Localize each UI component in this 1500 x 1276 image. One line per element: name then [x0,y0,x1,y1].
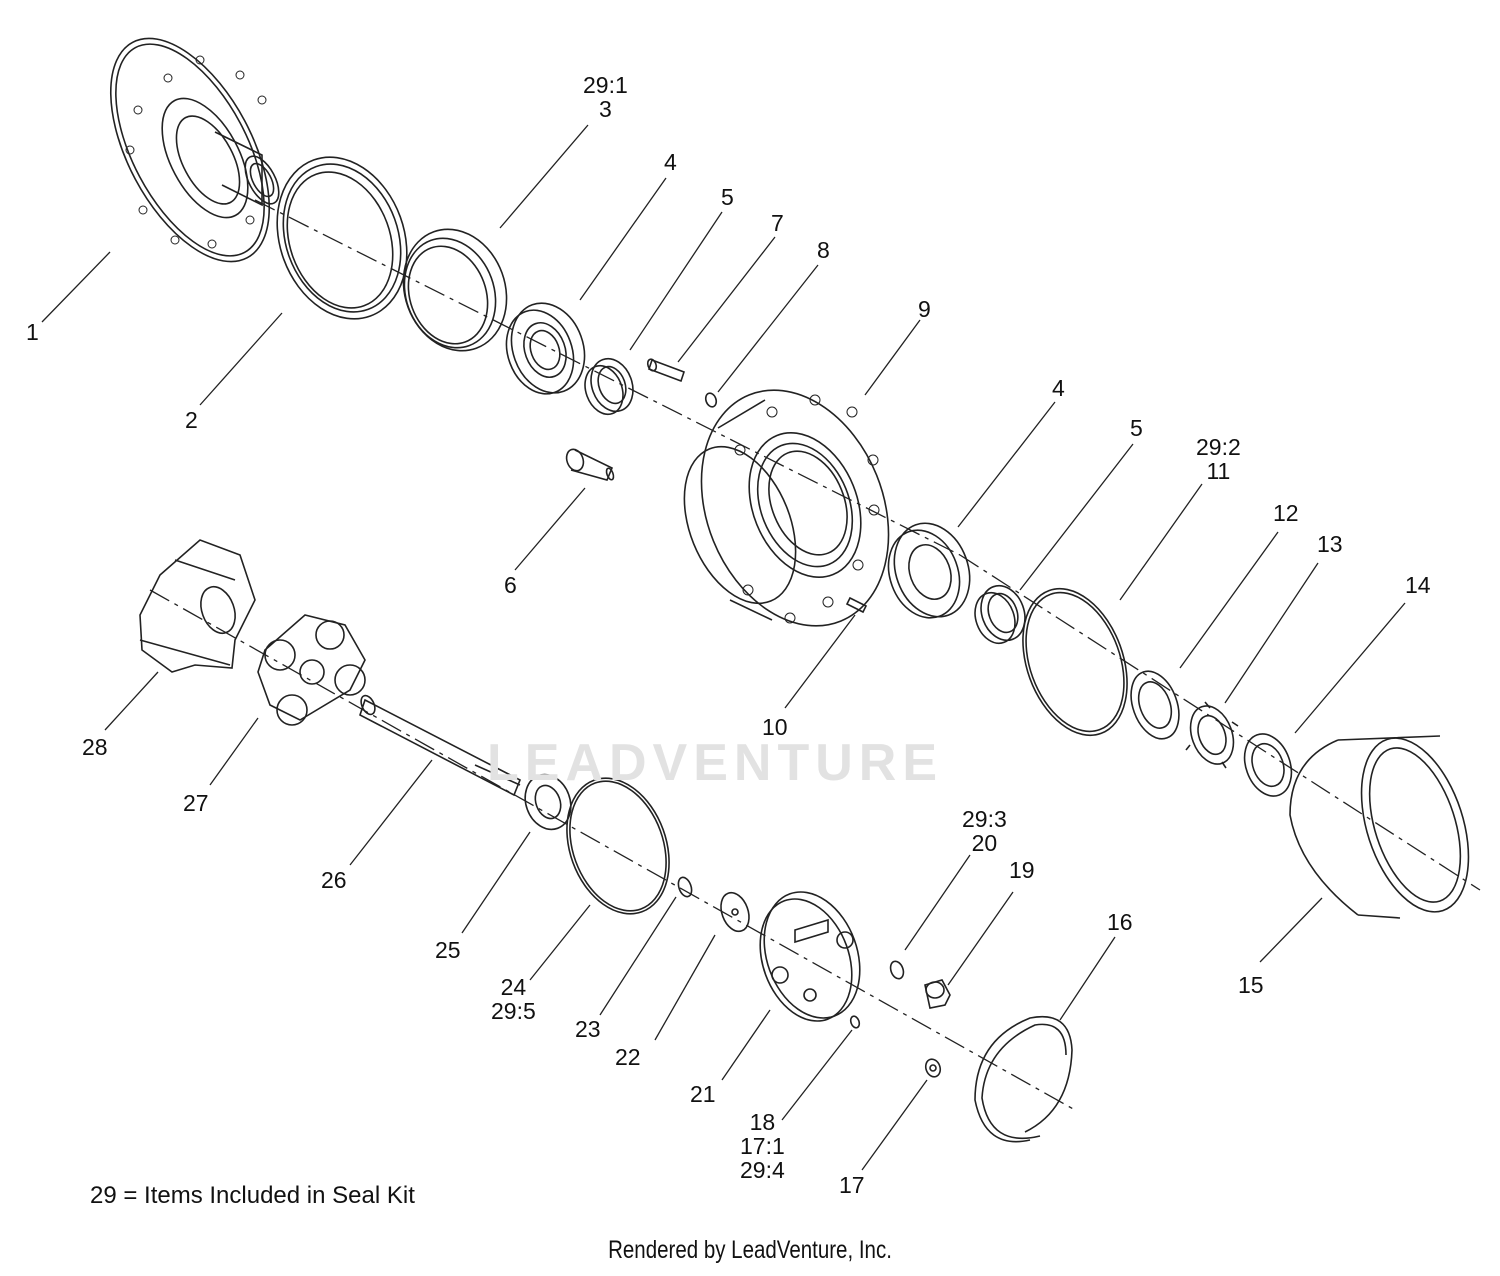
part-15-ring-gear [1289,735,1470,919]
callout-6: 6 [504,572,517,598]
seal-kit-footnote: 29 = Items Included in Seal Kit [90,1182,415,1209]
part-12-washer [1130,670,1180,740]
part-26-shaft [359,694,522,797]
part-4-bearing-lower [887,522,971,619]
part-1-spindle-flange [109,37,280,263]
watermark-text: LEADVENTURE [487,734,944,792]
callout-25: 25 [435,937,461,963]
part-23-clip [677,876,693,898]
rendered-by-credit: Rendered by LeadVenture, Inc. [608,1236,892,1264]
callout-5-lower: 5 [1130,415,1143,441]
part-6-stud [565,448,615,481]
part-17-plug [924,1058,942,1078]
part-27-planet-carrier [257,614,366,726]
part-18-seal [849,1015,861,1029]
part-11-o-ring [1022,587,1128,737]
callout-23: 23 [575,1016,601,1042]
callout-8: 8 [817,237,830,263]
part-21-cover [759,891,861,1022]
callout-4-lower: 4 [1052,375,1065,401]
upper-centerline [254,199,961,556]
part-5-bearing-cup-upper [584,357,634,416]
callout-4-upper: 4 [664,149,677,175]
part-7-pin [646,358,686,383]
callout-17: 17 [839,1172,865,1198]
part-2-seal-ring [276,156,408,320]
part-14-lock-nut [1243,733,1293,797]
callout-13: 13 [1317,531,1343,557]
part-3-seal [402,228,508,352]
part-13-lock-washer [1185,701,1239,769]
part-25-sun-gear [524,773,572,831]
part-5-bearing-cup-lower [974,584,1026,645]
part-10-dowel [845,596,868,614]
callout-2: 2 [185,407,198,433]
part-24-o-ring [566,777,670,915]
callout-10: 10 [762,714,788,740]
callout-28: 28 [82,734,108,760]
part-19-plug [924,979,951,1009]
callout-12: 12 [1273,500,1299,526]
callout-21: 21 [690,1081,716,1107]
callout-22: 22 [615,1044,641,1070]
part-20-o-ring [889,960,905,980]
part-9-hub [683,389,890,627]
lower-centerline [149,589,1076,1111]
callout-16: 16 [1107,909,1133,935]
callout-1: 1 [26,319,39,345]
part-22-thrust-plate [720,891,750,933]
callout-14: 14 [1405,572,1431,598]
callout-19: 19 [1009,857,1035,883]
part-8-nut [704,392,718,408]
part-28-carrier [139,539,256,673]
callout-5-upper: 5 [721,184,734,210]
callout-27: 27 [183,790,209,816]
part-16-retaining-ring [974,1016,1073,1143]
part-4-bearing-upper [505,302,586,395]
callout-26: 26 [321,867,347,893]
callout-9: 9 [918,296,931,322]
callout-7: 7 [771,210,784,236]
callout-15: 15 [1238,972,1264,998]
leader-lines [41,124,1406,1171]
